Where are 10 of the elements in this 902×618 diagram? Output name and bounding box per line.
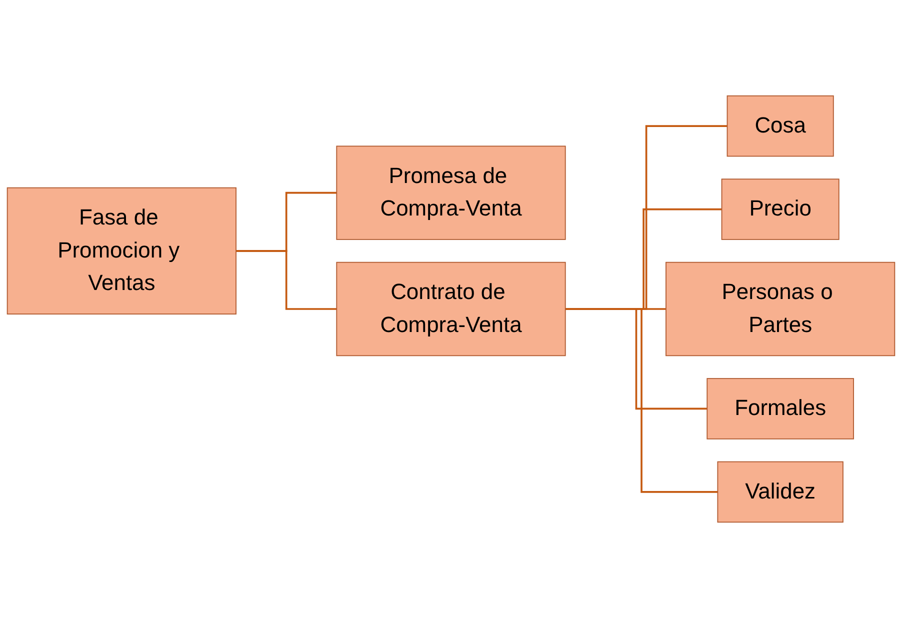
node-box: Validez <box>717 461 844 523</box>
node-box: Formales <box>706 378 854 440</box>
node-box: Cosa <box>726 95 834 157</box>
connector <box>565 308 718 493</box>
node-box: Precio <box>721 178 840 240</box>
node-box: Personas o Partes <box>666 262 896 356</box>
node-box: Fasa de Promocion y Ventas <box>6 187 236 314</box>
node-box: Contrato de Compra-Venta <box>336 262 566 356</box>
connector <box>236 250 337 310</box>
node-box: Promesa de Compra-Venta <box>336 146 566 240</box>
